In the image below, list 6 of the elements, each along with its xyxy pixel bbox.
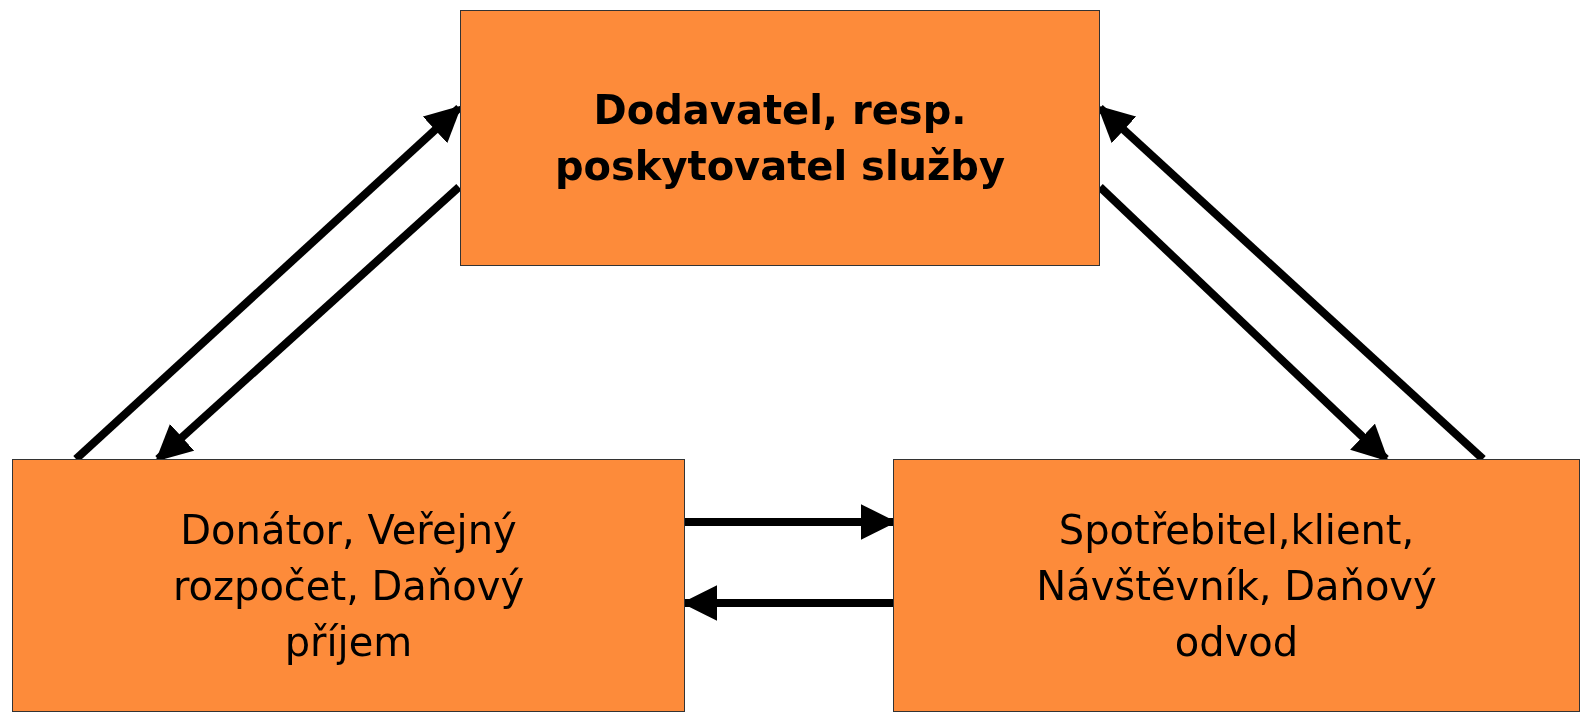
process-box bbox=[893, 459, 1580, 712]
process-box bbox=[12, 459, 685, 712]
box-label: Donátor, Veřejný rozpočet, Daňový příjem bbox=[171, 505, 526, 667]
process-box bbox=[460, 10, 1100, 266]
box-label: Spotřebitel,klient, Návštěvník, Daňový odvod bbox=[1035, 505, 1438, 667]
box-label: Dodavatel, resp. poskytovatel služby bbox=[553, 86, 1007, 191]
